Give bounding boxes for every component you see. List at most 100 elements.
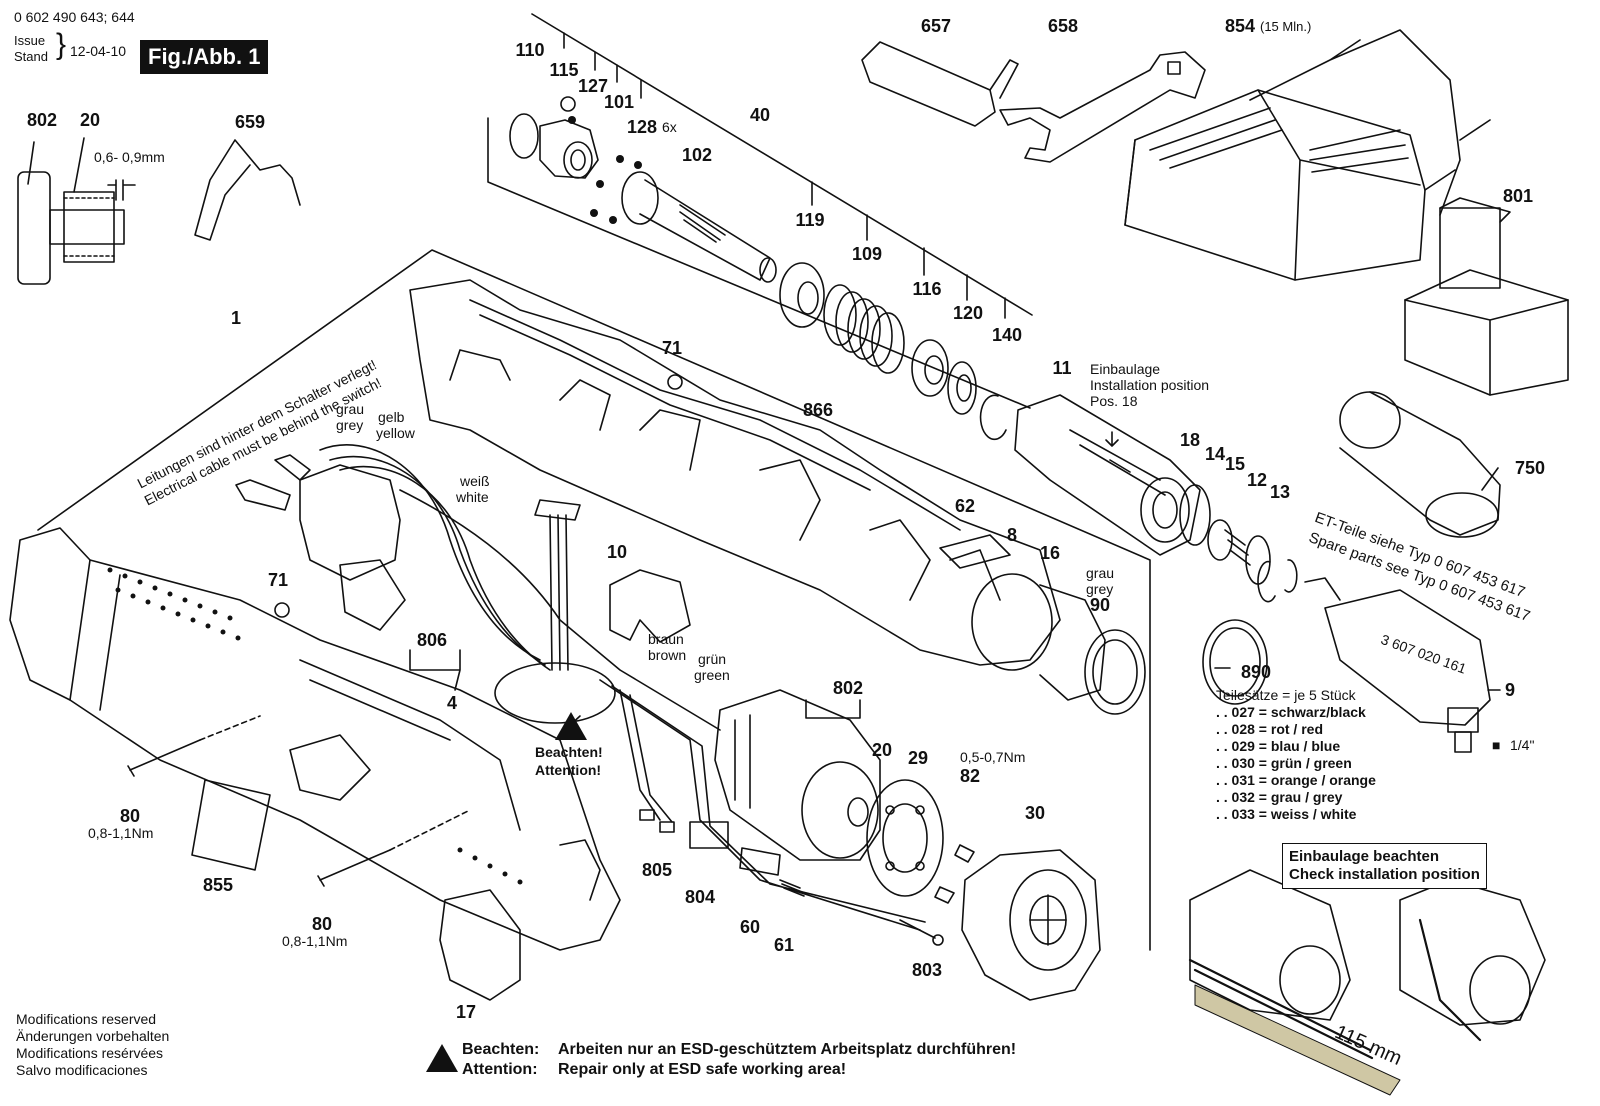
esd-warning-icon [426,1044,458,1076]
ring-890 [1202,619,1268,705]
part-number: 802 [26,110,58,130]
quarter-inch: 1/4" [1510,737,1535,753]
part-number: 9 [1504,680,1516,700]
plug-71-b [274,602,290,618]
part-number: 657 [920,16,952,36]
modifications-es: Salvo modificaciones [16,1062,148,1078]
cable-803 [899,919,936,939]
kit-item: . . 029 = blau / blue [1216,738,1341,754]
ring-120 [947,361,977,415]
kit-item: . . 030 = grün / green [1216,755,1352,771]
torque-82: 0,5-0,7Nm [960,749,1026,765]
wire-grau: grau [336,401,365,417]
screw-82-a [954,844,975,863]
washer-119 [779,262,825,328]
motor-802 [714,689,881,861]
torque-80a: 0,8-1,1Nm [88,825,154,841]
spring-61 [779,879,805,897]
torque-80b: 0,8-1,1Nm [282,933,348,949]
frame-upper-bracket [531,13,1033,316]
part-number: 120 [952,303,984,323]
half-shell-16 [1039,584,1106,701]
kit-item: . . 033 = weiss / white [1216,806,1357,822]
part-number: 109 [851,244,883,264]
part-number: 1 [230,308,242,328]
sensor-804 [689,821,729,849]
part-number: 801 [1502,186,1534,206]
balls-128 [568,116,642,224]
angle-head-9 [1304,577,1491,753]
ring-116 [911,339,949,397]
screw-82-b [934,886,955,904]
wire-braun: braun [648,631,684,647]
attention-label: Attention! [535,762,602,778]
label-855 [191,779,271,871]
part-number: 62 [954,496,976,516]
frame-gear-assembly [487,117,1031,409]
esd-en-text: Repair only at ESD safe working area! [558,1061,847,1078]
part-number: 890 [1240,662,1272,682]
wire-gelb: gelb [378,409,405,425]
screw-80-a [127,739,201,777]
part-number: 102 [681,145,713,165]
part-number: 29 [907,748,929,768]
issue-date: 12-04-10 [70,43,127,59]
cap-750 [1339,391,1501,538]
part-number: 90 [1089,595,1111,615]
part-number: 20 [79,110,101,130]
clip-659 [194,139,301,241]
screw-80-b [317,849,391,887]
part-number: 13 [1269,482,1291,502]
part-number: 14 [1204,444,1226,464]
motor-shaft-detail [17,137,136,285]
wire-weiss: weiß [460,473,490,489]
part-number: 140 [991,325,1023,345]
housing-shell-866 [409,279,1061,666]
qty-6x: 6x [662,119,677,135]
wire-green: green [694,667,730,683]
wrench-658 [999,51,1206,163]
part-number: 854 [1224,16,1256,36]
part-number: 804 [684,887,716,907]
part-number: 101 [603,92,635,112]
kit-item: . . 031 = orange / orange [1216,772,1376,788]
part-number: 802 [832,678,864,698]
switch-assembly-806 [235,444,721,731]
half-ring-17 [439,889,521,1001]
part-number: 116 [912,279,942,299]
part-number: 61 [773,935,795,955]
part-number: 11 [1052,358,1072,378]
part-number: 20 [871,740,893,760]
esd-en-label: Attention: [462,1061,538,1078]
charger-854 [1124,29,1491,281]
part-number: 110 [515,40,545,60]
kit-item: . . 028 = rot / red [1216,721,1323,737]
part-number: 805 [641,860,673,880]
part-number: 71 [267,570,289,590]
kits-title: Teilesätze = je 5 Stück [1216,687,1356,703]
wire-grey: grey [336,417,364,433]
plug-71-a [667,374,683,390]
ring-90 [1084,629,1146,715]
check-installation-box: Einbaulage beachten Check installation p… [1282,843,1487,889]
housing-lower [9,527,621,951]
part-number: 40 [749,105,771,125]
part-number: 750 [1514,458,1546,478]
hex-key-657 [861,41,1019,127]
clip-140 [979,394,1007,441]
charger-note: (15 Mln.) [1260,19,1312,34]
grau-90: grau [1086,565,1115,581]
part-number: 16 [1039,543,1061,563]
part-number: 12 [1246,470,1268,490]
gearbox-30 [961,849,1101,1001]
wire-white: white [456,489,489,505]
part-number: 115 [549,60,579,80]
clip-13 [1284,559,1298,593]
install-pos: Pos. 18 [1090,393,1138,409]
install-de: Einbaulage [1090,361,1161,377]
issue-label: Issue [14,33,46,48]
part-number: 15 [1224,454,1246,474]
beachten-label: Beachten! [535,744,603,760]
check-box-de: Einbaulage beachten [1289,848,1440,865]
